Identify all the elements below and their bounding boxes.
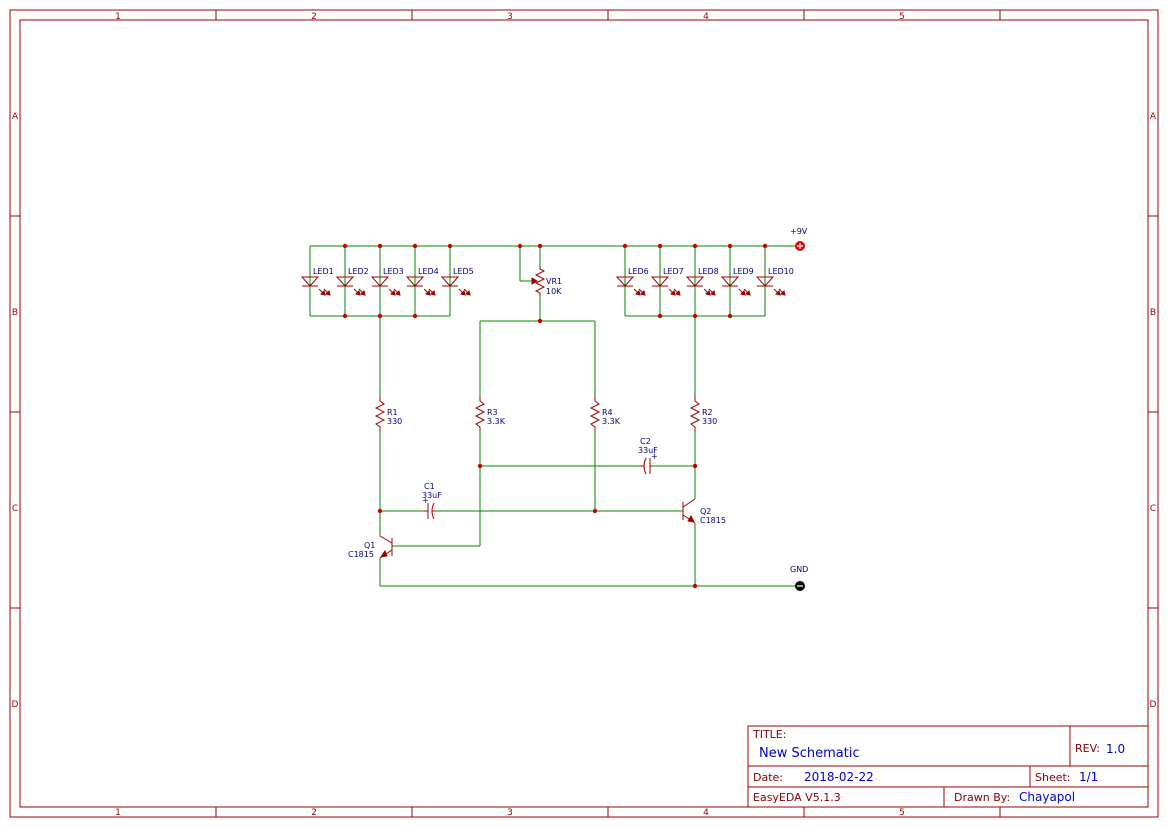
led-2[interactable]: LED2: [335, 267, 369, 296]
vr1-ref: VR1: [546, 277, 562, 286]
row-labels-right: A B C D: [1150, 112, 1157, 710]
row-label: C: [12, 504, 18, 514]
drawn-by-label: Drawn By:: [954, 791, 1010, 804]
led-label: LED2: [348, 267, 369, 276]
r1-value: 330: [387, 417, 402, 426]
software-version: EasyEDA V5.1.3: [753, 791, 841, 804]
col-label: 5: [899, 808, 905, 818]
row-label: B: [1150, 308, 1156, 318]
col-label: 1: [115, 808, 121, 818]
c1-ref: C1: [424, 482, 435, 491]
gnd-label: GND: [790, 565, 808, 574]
vcc-label: +9V: [790, 227, 808, 236]
row-label: D: [12, 700, 19, 710]
r4-value: 3.3K: [602, 417, 621, 426]
transistor-q2[interactable]: Q2 C1815: [682, 498, 726, 525]
r3-ref: R3: [487, 408, 498, 417]
row-labels-left: A B C D: [12, 112, 19, 710]
transistor-q1[interactable]: Q1 C1815: [348, 535, 393, 559]
c2-plus: +: [651, 452, 658, 461]
led-4[interactable]: LED4: [405, 267, 439, 296]
led-label: LED8: [698, 267, 719, 276]
col-label: 5: [899, 12, 905, 22]
led-6[interactable]: LED6: [615, 267, 649, 296]
col-label: 1: [115, 12, 121, 22]
wires: [309, 245, 796, 587]
row-label: D: [1150, 700, 1157, 710]
date-label: Date:: [753, 771, 783, 784]
q2-ref: Q2: [700, 507, 711, 516]
led-label: LED6: [628, 267, 649, 276]
title-block: TITLE: New Schematic REV: 1.0 Date: 2018…: [747, 725, 1149, 808]
column-labels-bottom: 1 2 3 4 5: [115, 808, 905, 818]
row-label: C: [1150, 504, 1156, 514]
zone-dividers: [10, 10, 1158, 817]
vr1-value: 10K: [546, 287, 562, 296]
led-label: LED9: [733, 267, 754, 276]
rev-value: 1.0: [1106, 742, 1125, 756]
col-label: 4: [703, 12, 709, 22]
led-9[interactable]: LED9: [720, 267, 754, 296]
capacitor-c2[interactable]: + C2 33uF: [638, 437, 658, 475]
r4-ref: R4: [602, 408, 613, 417]
led-8[interactable]: LED8: [685, 267, 719, 296]
led-1[interactable]: LED1: [300, 267, 334, 296]
led-5[interactable]: LED5: [440, 267, 474, 296]
col-label: 3: [507, 12, 513, 22]
c1-plus: +: [422, 496, 429, 505]
resistor-r4[interactable]: R4 3.3K: [589, 396, 621, 431]
column-labels-top: 1 2 3 4 5: [115, 12, 905, 22]
outer-frame: [9, 9, 1159, 818]
led-label: LED5: [453, 267, 474, 276]
led-label: LED4: [418, 267, 439, 276]
led-label: LED7: [663, 267, 684, 276]
resistor-r1[interactable]: R1 330: [374, 396, 402, 431]
led-label: LED1: [313, 267, 334, 276]
potentiometer-vr1[interactable]: VR1 10K: [531, 266, 562, 296]
led-3[interactable]: LED3: [370, 267, 404, 296]
led-7[interactable]: LED7: [650, 267, 684, 296]
drawn-by-value: Chayapol: [1019, 790, 1075, 804]
rev-label: REV:: [1075, 742, 1100, 755]
col-label: 4: [703, 808, 709, 818]
gnd-symbol[interactable]: GND: [790, 565, 808, 591]
date-value: 2018-02-22: [804, 770, 874, 784]
vcc-symbol[interactable]: +9V: [790, 227, 808, 251]
sheet-value: 1/1: [1079, 770, 1098, 784]
capacitor-c1[interactable]: + C1 33uF: [422, 482, 442, 520]
q1-value: C1815: [348, 550, 374, 559]
col-label: 3: [507, 808, 513, 818]
resistor-r3[interactable]: R3 3.3K: [474, 396, 506, 431]
c1-value: 33uF: [422, 491, 442, 500]
r1-ref: R1: [387, 408, 398, 417]
led-10[interactable]: LED10: [755, 267, 794, 296]
row-label: B: [12, 308, 18, 318]
r2-value: 330: [702, 417, 717, 426]
row-label: A: [1150, 112, 1157, 122]
junctions: [342, 243, 768, 589]
q1-ref: Q1: [364, 541, 375, 550]
led-label: LED10: [768, 267, 794, 276]
r2-ref: R2: [702, 408, 713, 417]
resistor-r2[interactable]: R2 330: [689, 396, 717, 431]
q2-value: C1815: [700, 516, 726, 525]
r3-value: 3.3K: [487, 417, 506, 426]
c2-value: 33uF: [638, 446, 658, 455]
sheet-label: Sheet:: [1035, 771, 1071, 784]
col-label: 2: [311, 808, 317, 818]
led-array: LED1 LED2 LED3 LED4 LED5 LED6 LED7 LED8 LED9 LED1…: [300, 267, 794, 296]
led-label: LED3: [383, 267, 404, 276]
title-label: TITLE:: [752, 728, 786, 741]
title-value: New Schematic: [759, 746, 860, 761]
row-label: A: [12, 112, 19, 122]
inner-frame: [19, 19, 1149, 808]
col-label: 2: [311, 12, 317, 22]
c2-ref: C2: [640, 437, 651, 446]
